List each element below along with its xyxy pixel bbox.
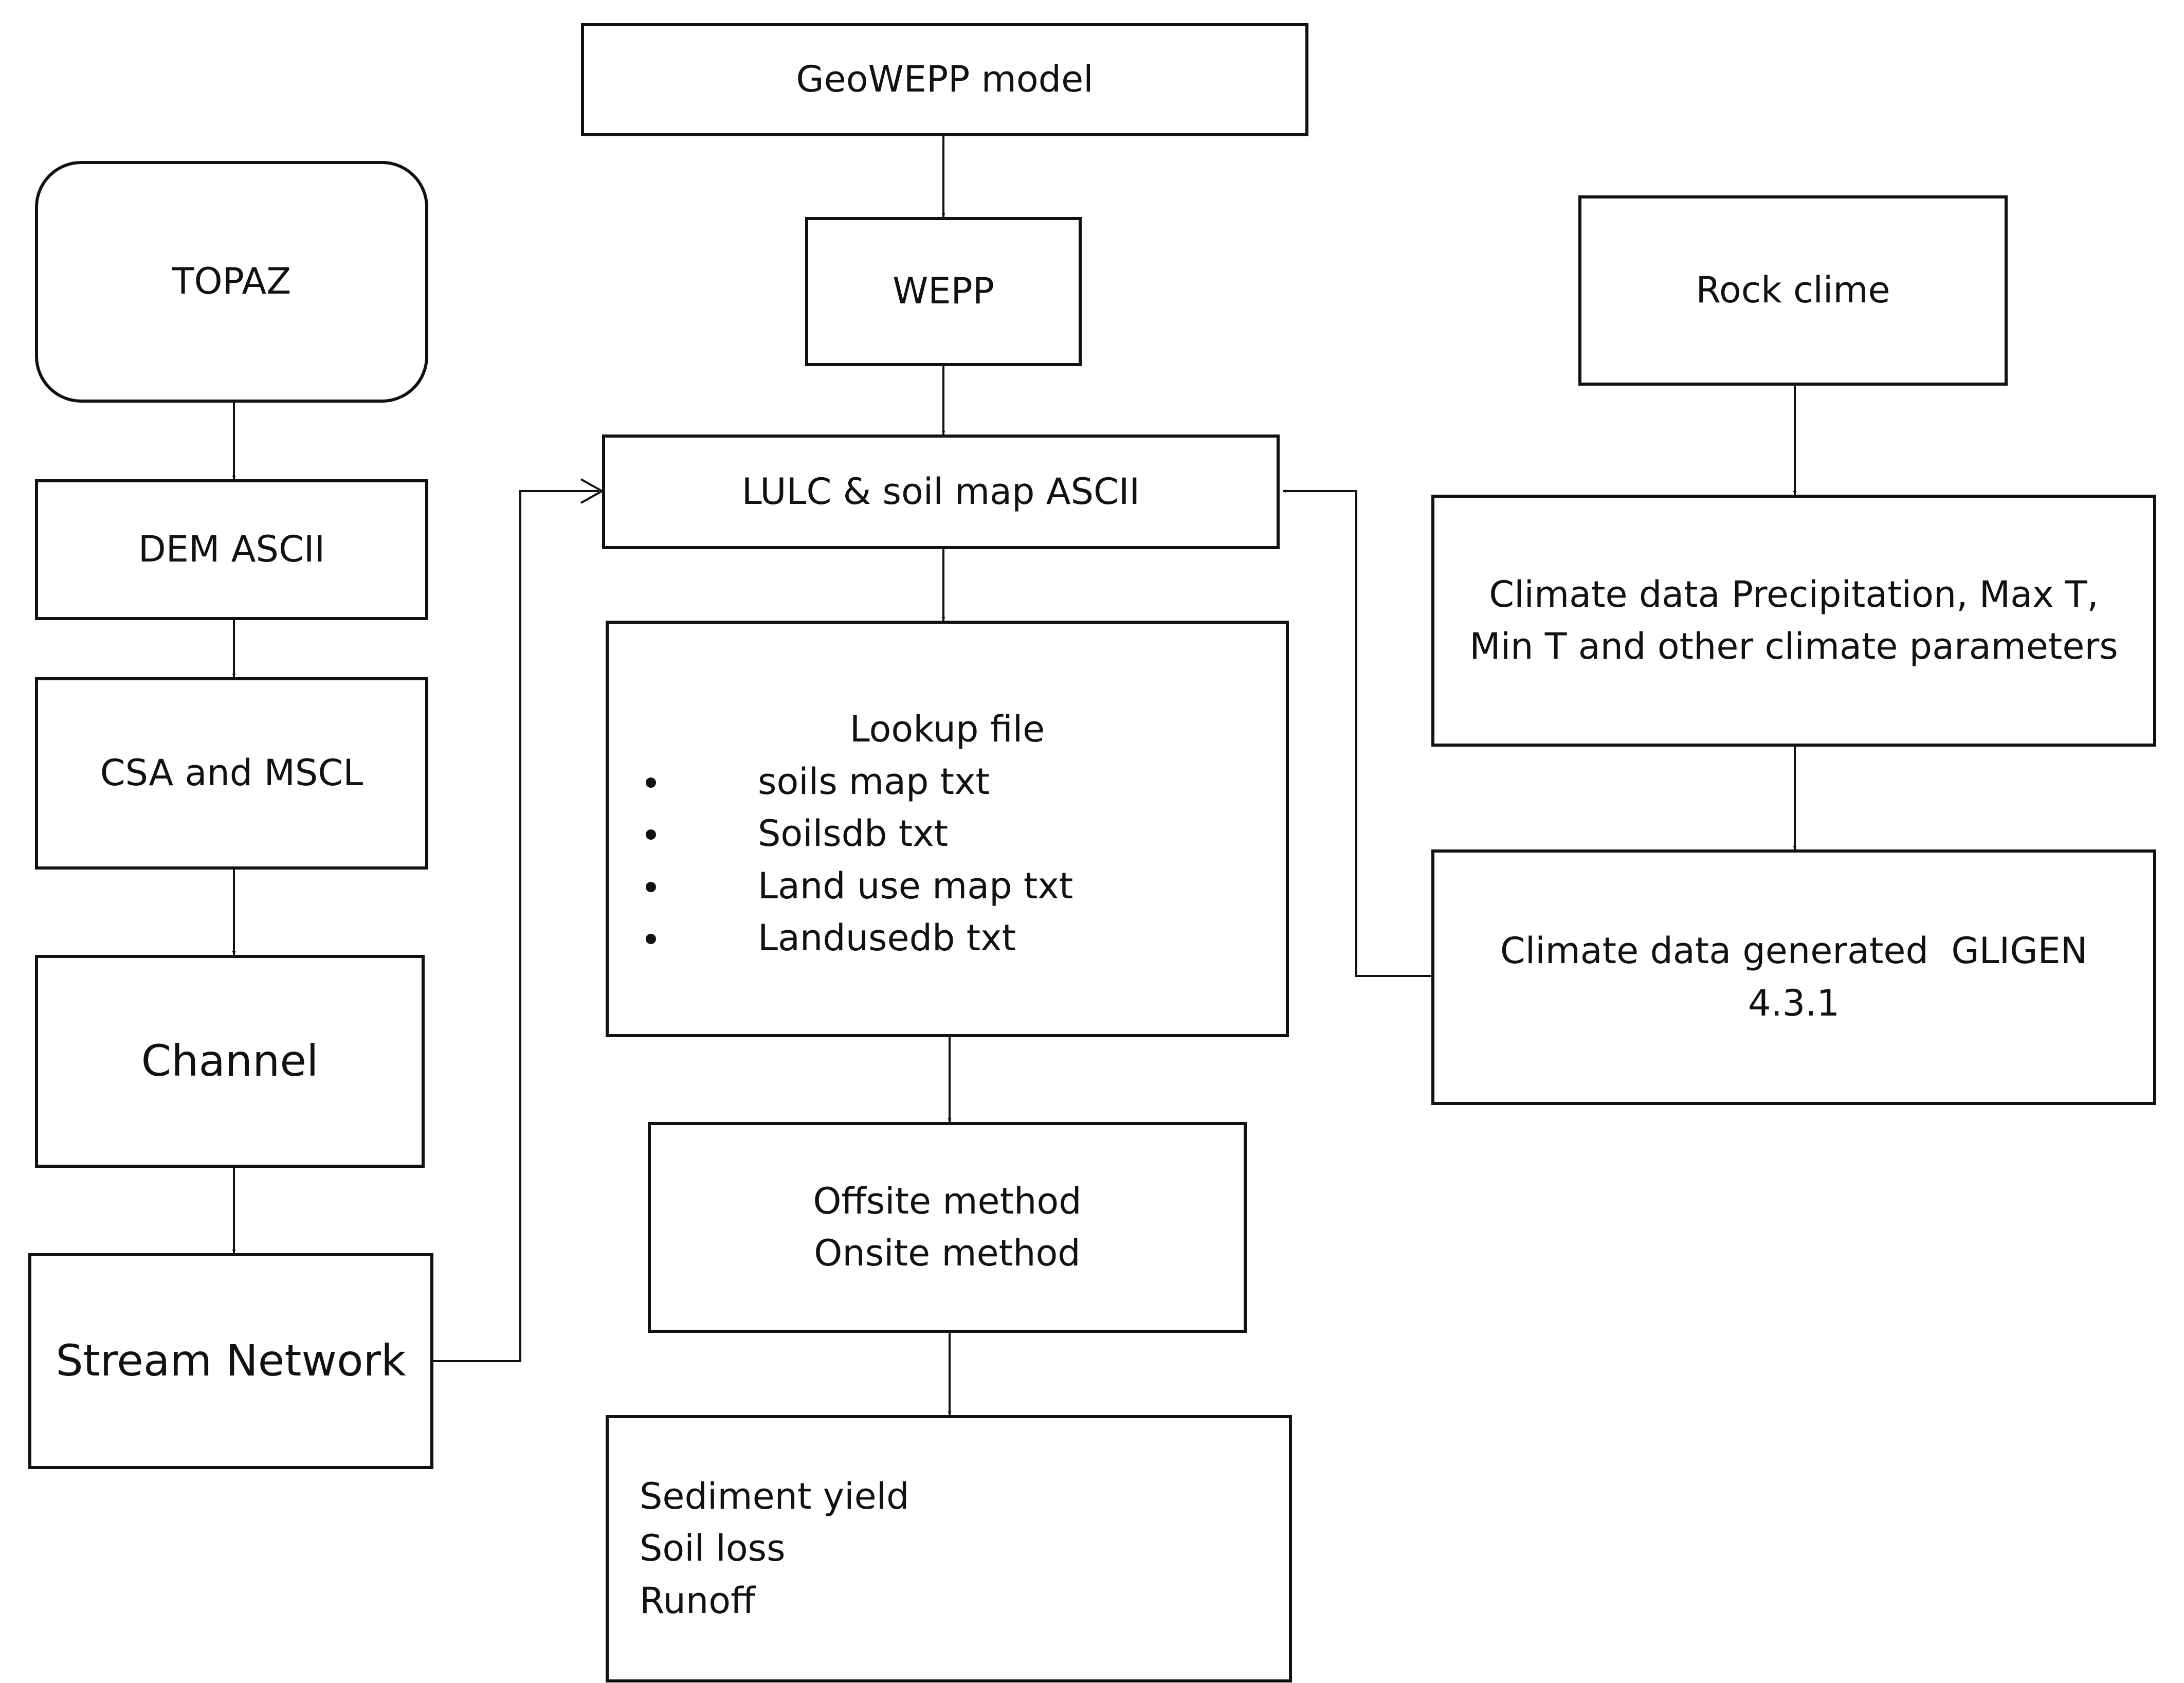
geowepp-model-box: GeoWEPP model: [581, 23, 1308, 136]
edge-stream-lulc: [433, 490, 599, 1362]
lulc-soil-map-box: LULC & soil map ASCII: [602, 435, 1280, 549]
wepp-box: WEPP: [805, 217, 1082, 366]
lookup-item: Soilsdb txt: [609, 808, 1286, 860]
runoff-label: Runoff: [640, 1579, 756, 1622]
lookup-item: Landusedb txt: [609, 912, 1286, 965]
lookup-file-box: Lookup file soils map txt Soilsdb txt La…: [606, 621, 1289, 1037]
wepp-label: WEPP: [893, 270, 994, 313]
lookup-file-title: Lookup file: [849, 708, 1045, 750]
offsite-method-label: Offsite method: [813, 1180, 1082, 1222]
rock-clime-box: Rock clime: [1578, 195, 2008, 386]
topaz-box: TOPAZ: [35, 161, 428, 403]
stream-network-box: Stream Network: [28, 1253, 433, 1469]
csa-mscl-box: CSA and MSCL: [35, 677, 428, 870]
gligen-line: Climate data generated GLIGEN: [1500, 930, 2088, 972]
lookup-item: soils map txt: [609, 756, 1286, 808]
lookup-file-list: soils map txt Soilsdb txt Land use map t…: [609, 756, 1286, 965]
onsite-method-label: Onsite method: [814, 1232, 1081, 1274]
gligen-box: Climate data generated GLIGEN 4.3.1: [1431, 849, 2156, 1105]
outputs-box: Sediment yield Soil loss Runoff: [606, 1415, 1292, 1682]
climate-data-line: Climate data Precipitation, Max T,: [1489, 573, 2099, 616]
rock-clime-label: Rock clime: [1696, 269, 1890, 312]
csa-mscl-label: CSA and MSCL: [100, 752, 363, 794]
channel-box: Channel: [35, 955, 425, 1168]
sediment-yield-label: Sediment yield: [640, 1475, 909, 1517]
soil-loss-label: Soil loss: [640, 1527, 786, 1570]
edge-gligen-lulc: [1283, 489, 1431, 977]
topaz-label: TOPAZ: [172, 260, 292, 303]
methods-box: Offsite method Onsite method: [648, 1122, 1247, 1333]
geowepp-model-label: GeoWEPP model: [796, 58, 1094, 101]
dem-ascii-label: DEM ASCII: [138, 528, 325, 571]
channel-label: Channel: [141, 1036, 319, 1087]
lookup-item: Land use map txt: [609, 860, 1286, 913]
stream-network-label: Stream Network: [56, 1335, 406, 1386]
climate-data-line: Min T and other climate parameters: [1469, 625, 2118, 667]
gligen-line: 4.3.1: [1748, 982, 1840, 1024]
lulc-soil-map-label: LULC & soil map ASCII: [741, 470, 1140, 513]
dem-ascii-box: DEM ASCII: [35, 479, 428, 620]
climate-data-box: Climate data Precipitation, Max T, Min T…: [1431, 495, 2156, 747]
